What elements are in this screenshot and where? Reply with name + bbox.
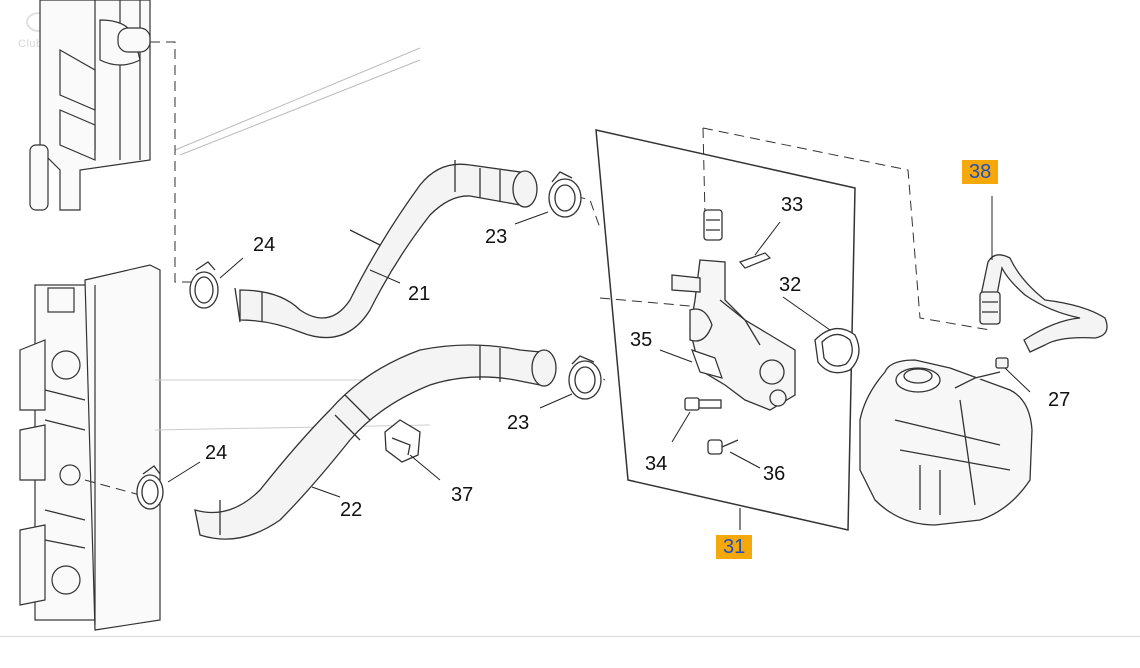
callout-35: 35 <box>630 329 653 351</box>
callout-31: 31 <box>716 535 753 559</box>
radiator-upper-part <box>29 0 151 211</box>
callout-38: 38 <box>962 160 999 184</box>
clip-35 <box>691 349 723 379</box>
bottom-divider <box>0 636 1140 637</box>
group-31-frame <box>595 129 856 531</box>
sensor-34 <box>684 397 722 411</box>
callout-24-upper: 24 <box>253 234 276 256</box>
callout-32: 32 <box>779 274 802 296</box>
callout-33: 33 <box>781 194 804 216</box>
coolant-hose-38 <box>979 254 1108 369</box>
clamp-23-upper <box>548 171 582 218</box>
callout-36: 36 <box>763 463 786 485</box>
callout-23-upper: 23 <box>485 226 508 248</box>
expansion-tank <box>859 359 1033 526</box>
hose-21 <box>234 160 538 339</box>
bolt-36 <box>707 439 739 455</box>
callout-37: 37 <box>451 484 474 506</box>
clip-33 <box>738 252 772 269</box>
clamp-24-lower <box>136 465 164 510</box>
hose-22 <box>194 344 557 540</box>
callout-27: 27 <box>1048 389 1071 411</box>
seal-32 <box>814 328 860 374</box>
callout-21: 21 <box>408 283 431 305</box>
clip-37 <box>384 419 421 463</box>
callout-22: 22 <box>340 499 363 521</box>
callout-24-lower: 24 <box>205 442 228 464</box>
clamp-24-upper <box>189 261 219 309</box>
callout-23-lower: 23 <box>507 412 530 434</box>
radiator-lower <box>19 264 161 631</box>
clamp-23-lower <box>568 355 602 400</box>
callout-34: 34 <box>645 453 668 475</box>
thermostat-housing <box>671 259 796 411</box>
fitting-33 <box>703 209 723 241</box>
